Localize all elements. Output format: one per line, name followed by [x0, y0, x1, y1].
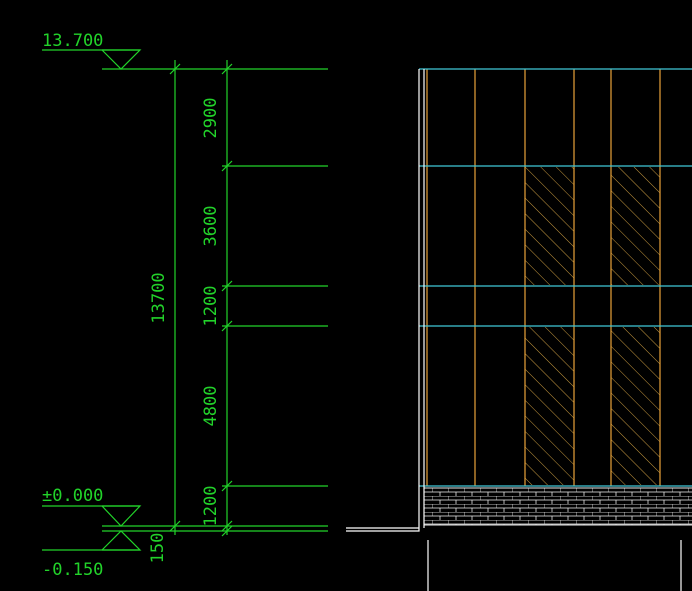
- level-marker-top: 13.700: [42, 31, 328, 70]
- level-marker-below: -0.150: [42, 530, 328, 580]
- hatched-panel: [611, 167, 660, 285]
- building-outline: [346, 69, 682, 591]
- overall-dimension: 13700: [149, 60, 181, 535]
- building-elevation: [346, 68, 692, 591]
- floor-lines: [419, 68, 692, 487]
- segment-label-4: 4800: [201, 386, 221, 427]
- segment-label-3: 1200: [201, 286, 221, 327]
- level-label-ground: ±0.000: [42, 486, 103, 506]
- hatched-panel: [525, 167, 574, 285]
- overall-dimension-label: 13700: [149, 272, 169, 323]
- segment-label-1: 2900: [201, 98, 221, 139]
- hatched-panel: [525, 327, 574, 485]
- segment-label-5: 1200: [201, 486, 221, 527]
- hatched-panel: [611, 327, 660, 485]
- segment-label-6: 150: [148, 533, 168, 564]
- level-label-below: -0.150: [42, 560, 103, 580]
- segment-labels: 2900 3600 1200 4800 1200 150: [148, 98, 221, 564]
- level-marker-ground: ±0.000: [42, 486, 328, 527]
- segment-label-2: 3600: [201, 206, 221, 247]
- level-label-top: 13.700: [42, 31, 103, 51]
- segment-dimension-chain: [221, 60, 328, 537]
- columns: [426, 69, 661, 486]
- brick-base: [424, 488, 692, 525]
